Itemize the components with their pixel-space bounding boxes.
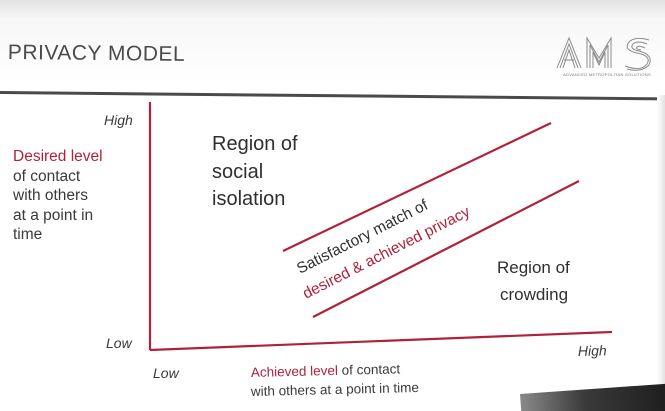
x-axis-title-line-2: with others at a point in time (250, 380, 419, 399)
region-isolation-line-2: social (212, 161, 263, 183)
y-axis-title-highlight: Desired level (13, 148, 103, 165)
region-crowding-line-2: crowding (500, 285, 568, 304)
x-axis-line (149, 330, 613, 352)
region-isolation: Region of social isolation (212, 133, 298, 210)
match-band-upper-line (282, 122, 552, 252)
region-isolation-line-3: isolation (212, 188, 285, 210)
region-crowding-line-1: Region of (497, 258, 570, 277)
x-axis-title-line-1: Achieved level of contact (251, 361, 401, 380)
region-crowding: Region of crowding (497, 258, 570, 304)
y-axis-title: Desired level of contact with others at … (13, 147, 133, 245)
top-strip (0, 0, 665, 20)
region-isolation-line-1: Region of (212, 133, 298, 155)
x-axis-high-label: High (578, 342, 607, 359)
x-axis-title-rest: of contact (338, 361, 401, 378)
y-axis-high-label: High (104, 112, 133, 128)
x-axis-title-highlight: Achieved level (251, 363, 338, 380)
y-axis-title-rest: of contact with others at a point in tim… (13, 167, 94, 244)
match-band-lower-line (312, 180, 580, 318)
ams-logo: ADVANCED METROPOLITAN SOLUTIONS (553, 34, 661, 82)
right-edge-shadow (657, 95, 665, 385)
x-axis-low-label: Low (153, 365, 180, 381)
y-axis-low-label: Low (106, 335, 133, 351)
logo-subtitle: ADVANCED METROPOLITAN SOLUTIONS (563, 72, 651, 77)
ams-logo-mark (556, 36, 651, 71)
